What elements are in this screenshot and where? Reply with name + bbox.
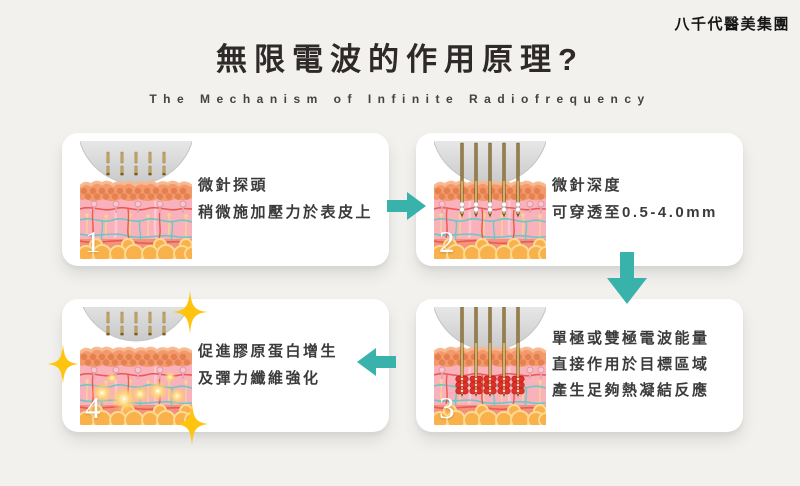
skin-illustration-step-3 [434, 307, 546, 425]
step-1-line-1: 微針探頭 [198, 176, 269, 194]
step-4-line-2: 及彈力纖維強化 [198, 369, 321, 387]
step-text-3: 單極或雙極電波能量 直接作用於目標區域 產生足夠熱凝結反應 [552, 299, 735, 432]
step-text-1: 微針探頭 稍微施加壓力於表皮上 [198, 133, 381, 266]
step-card-2: 2 微針深度 可穿透至0.5-4.0mm [416, 133, 743, 266]
skin-illustration-step-2 [434, 141, 546, 259]
page-subtitle: The Mechanism of Infinite Radiofrequency [149, 92, 651, 106]
step-text-2: 微針深度 可穿透至0.5-4.0mm [552, 133, 735, 266]
step-text-4: 促進膠原蛋白增生 及彈力纖維強化 [198, 299, 381, 432]
sparkle-icon [43, 340, 83, 388]
page-title: 無限電波的作用原理? [216, 42, 584, 77]
step-1-line-2: 稍微施加壓力於表皮上 [198, 203, 374, 221]
step-card-4: 4 促進膠原蛋白增生 及彈力纖維強化 [62, 299, 389, 432]
sparkle-icon [168, 282, 212, 342]
arrow-right-icon [387, 192, 427, 220]
step-card-1: 1 微針探頭 稍微施加壓力於表皮上 [62, 133, 389, 266]
step-3-line-3: 產生足夠熱凝結反應 [552, 381, 710, 399]
step-3-line-1: 單極或雙極電波能量 [552, 330, 710, 348]
step-number-1: 1 [85, 224, 101, 259]
skin-illustration-step-1 [80, 141, 192, 259]
step-4-line-1: 促進膠原蛋白增生 [198, 342, 339, 360]
step-3-line-2: 直接作用於目標區域 [552, 356, 710, 374]
step-2-line-2: 可穿透至0.5-4.0mm [552, 203, 718, 221]
skin-illustration-step-4 [80, 307, 192, 425]
step-number-3: 3 [439, 390, 455, 425]
step-number-4: 4 [85, 390, 101, 425]
step-card-3: 3 單極或雙極電波能量 直接作用於目標區域 產生足夠熱凝結反應 [416, 299, 743, 432]
step-2-line-1: 微針深度 [552, 176, 623, 194]
arrow-down-icon [605, 252, 649, 306]
brand-logo-text: 八千代醫美集團 [674, 17, 790, 33]
arrow-left-icon [356, 348, 396, 376]
sparkle-icon [171, 396, 213, 452]
step-number-2: 2 [439, 224, 455, 259]
